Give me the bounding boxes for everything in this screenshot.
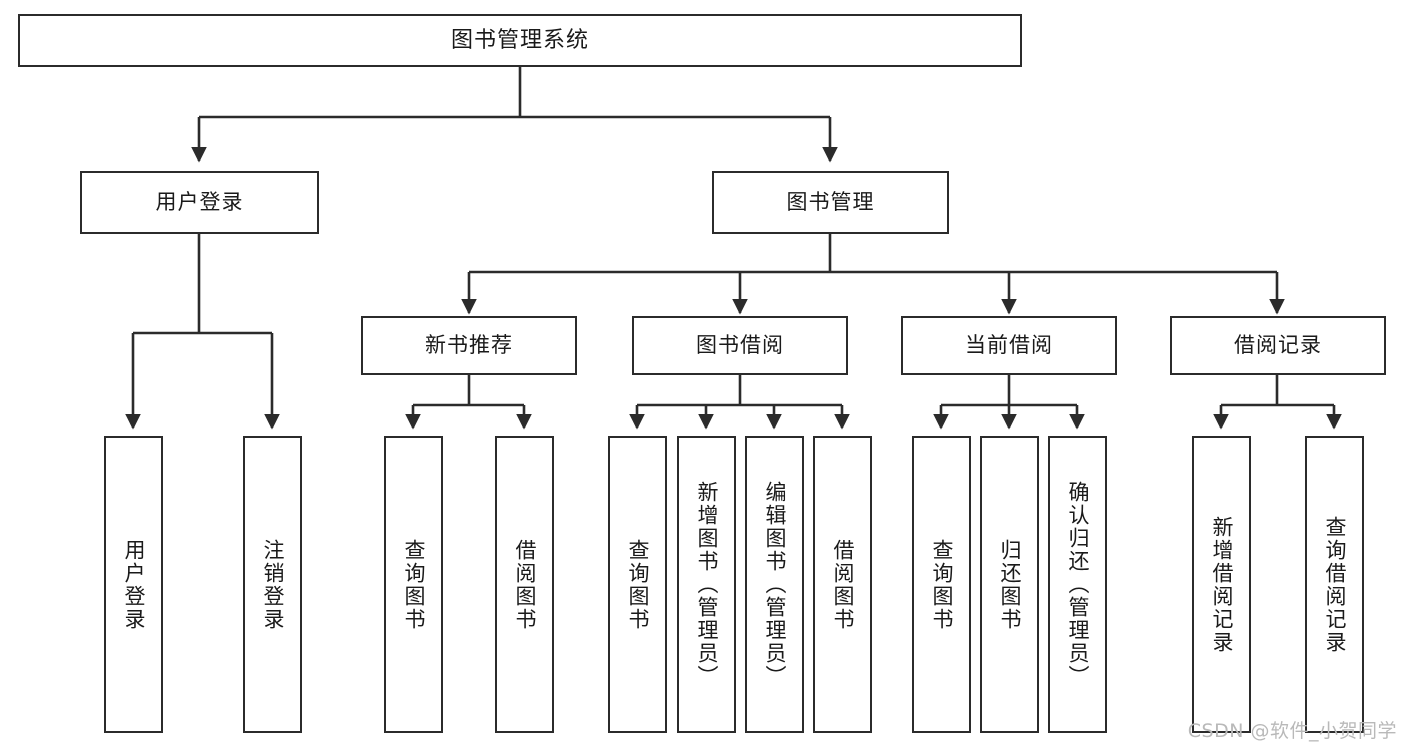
node-new-book-recommend[interactable]: 新书推荐: [361, 316, 577, 375]
node-label: 新增图书（管理员）: [694, 481, 719, 688]
leaf-record-add[interactable]: 新增借阅记录: [1192, 436, 1251, 733]
node-book-borrow[interactable]: 图书借阅: [632, 316, 848, 375]
leaf-current-return-book[interactable]: 归还图书: [980, 436, 1039, 733]
leaf-borrow-add-book[interactable]: 新增图书（管理员）: [677, 436, 736, 733]
node-book-management[interactable]: 图书管理: [712, 171, 949, 234]
leaf-new-book-query[interactable]: 查询图书: [384, 436, 443, 733]
node-user-login[interactable]: 用户登录: [80, 171, 319, 234]
node-label: 新书推荐: [425, 333, 513, 358]
leaf-borrow-query-book[interactable]: 查询图书: [608, 436, 667, 733]
node-label: 查询图书: [929, 538, 954, 631]
node-label: 查询图书: [401, 538, 426, 631]
node-label: 当前借阅: [965, 333, 1053, 358]
node-borrow-record[interactable]: 借阅记录: [1170, 316, 1386, 375]
node-label: 编辑图书（管理员）: [762, 481, 787, 688]
node-current-borrow[interactable]: 当前借阅: [901, 316, 1117, 375]
leaf-record-query[interactable]: 查询借阅记录: [1305, 436, 1364, 733]
watermark-text: CSDN @软件_小贺同学: [1187, 720, 1397, 742]
leaf-new-book-borrow[interactable]: 借阅图书: [495, 436, 554, 733]
node-label: 图书管理: [786, 190, 875, 215]
leaf-borrow-borrow-book[interactable]: 借阅图书: [813, 436, 872, 733]
leaf-current-confirm-return[interactable]: 确认归还（管理员）: [1048, 436, 1107, 733]
node-label: 用户登录: [155, 190, 244, 215]
node-label: 借阅图书: [512, 538, 537, 631]
node-label: 用户登录: [121, 538, 146, 631]
node-root-system[interactable]: 图书管理系统: [18, 14, 1022, 67]
leaf-user-login-logout[interactable]: 注销登录: [243, 436, 302, 733]
leaf-borrow-edit-book[interactable]: 编辑图书（管理员）: [745, 436, 804, 733]
leaf-current-query-book[interactable]: 查询图书: [912, 436, 971, 733]
node-label: 图书管理系统: [450, 27, 589, 53]
node-label: 图书借阅: [696, 333, 784, 358]
node-label: 借阅图书: [830, 538, 855, 631]
node-label: 新增借阅记录: [1209, 515, 1234, 654]
node-label: 查询借阅记录: [1322, 515, 1347, 654]
node-label: 借阅记录: [1234, 333, 1322, 358]
node-label: 注销登录: [260, 538, 285, 631]
leaf-user-login-login[interactable]: 用户登录: [104, 436, 163, 733]
node-label: 确认归还（管理员）: [1065, 481, 1090, 688]
node-label: 归还图书: [997, 538, 1022, 631]
node-label: 查询图书: [625, 538, 650, 631]
